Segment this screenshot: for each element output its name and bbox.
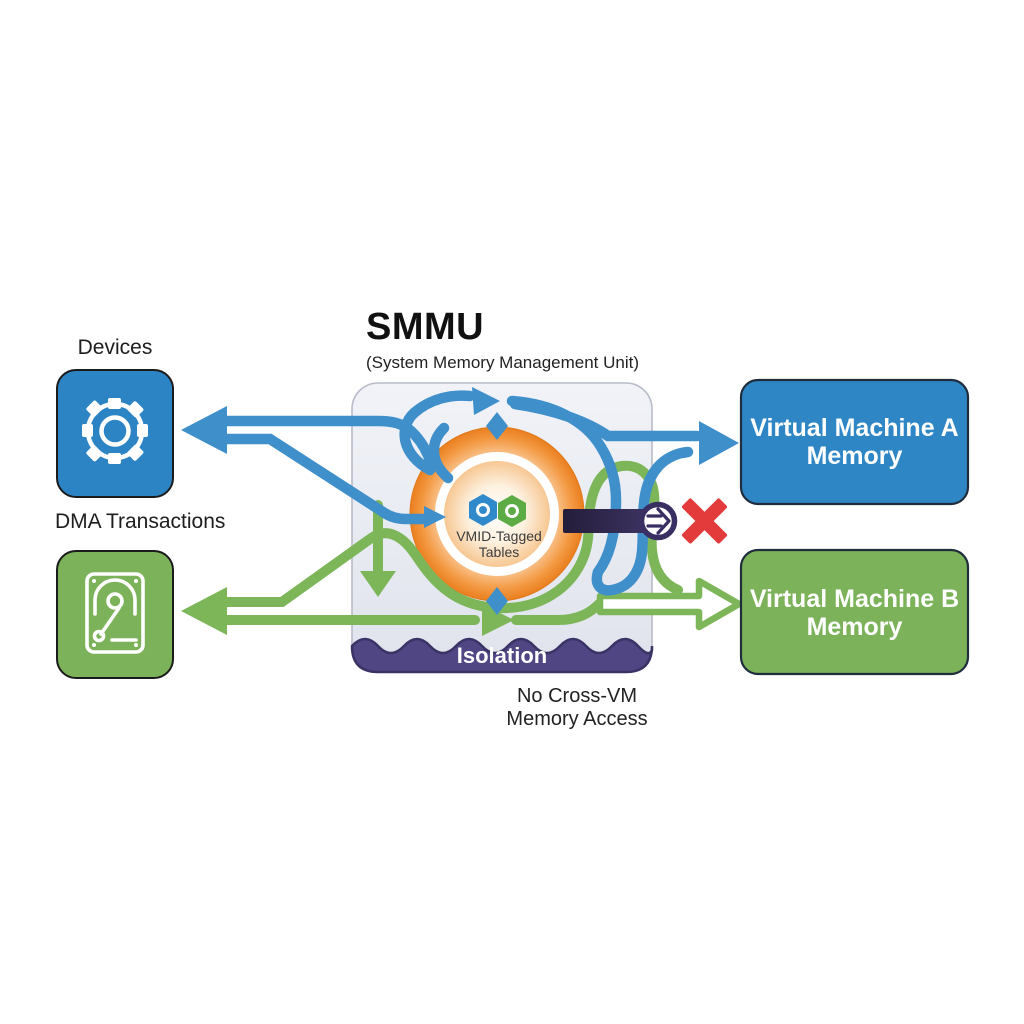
smmu-title: SMMU [366, 306, 485, 348]
vmid-tables-line2: Tables [478, 544, 520, 560]
vmid-tables-label: VMID-Tagged Tables [427, 528, 571, 560]
devices-box [56, 369, 174, 498]
smmu-subtitle: (System Memory Management Unit) [366, 353, 640, 372]
blue-diamond-top [486, 412, 508, 440]
blue-arrowhead-left [181, 406, 227, 454]
blocked-x-icon [681, 498, 728, 544]
dma-box [56, 550, 174, 679]
vmid-core [409, 426, 585, 602]
green-arrowhead-left [181, 587, 227, 635]
vmid-tables-line1: VMID-Tagged [456, 528, 542, 544]
vm-b-label: Virtual Machine B Memory [741, 585, 968, 641]
green-arrowhead-down [360, 571, 396, 597]
no-cross-vm-line2: Memory Access [506, 708, 648, 730]
blue-diamond-bottom [486, 587, 508, 615]
vm-b-line2: Memory [806, 613, 903, 641]
isolation-label: Isolation [456, 643, 548, 668]
vm-a-line1: Virtual Machine A [750, 414, 959, 442]
green-arrowhead-mid [482, 604, 514, 636]
devices-label: Devices [77, 336, 153, 359]
arrow-circle-icon [638, 501, 678, 541]
vm-b-line1: Virtual Machine B [749, 585, 960, 613]
isolation-band [350, 637, 654, 674]
hexagon-green-icon [498, 495, 526, 527]
no-cross-vm-line1: No Cross-VM [516, 685, 637, 707]
vm-a-line2: Memory [806, 442, 903, 470]
blue-arrowhead-top [472, 387, 500, 415]
hard-drive-icon [85, 572, 145, 654]
green-arrow-to-vmb [596, 577, 743, 631]
no-cross-vm-note: No Cross-VM Memory Access [467, 685, 687, 731]
vm-b-box [739, 548, 970, 676]
dma-transactions-label: DMA Transactions [55, 510, 226, 533]
hexagon-blue-icon [469, 494, 497, 526]
blue-arrowhead-to-vma [699, 421, 739, 465]
gear-icon [82, 398, 148, 464]
blue-flow [181, 387, 739, 615]
vm-a-box [739, 378, 970, 506]
vm-a-label: Virtual Machine A Memory [741, 414, 968, 470]
blue-arrowhead-core [424, 506, 446, 528]
blocked-path [563, 498, 728, 544]
